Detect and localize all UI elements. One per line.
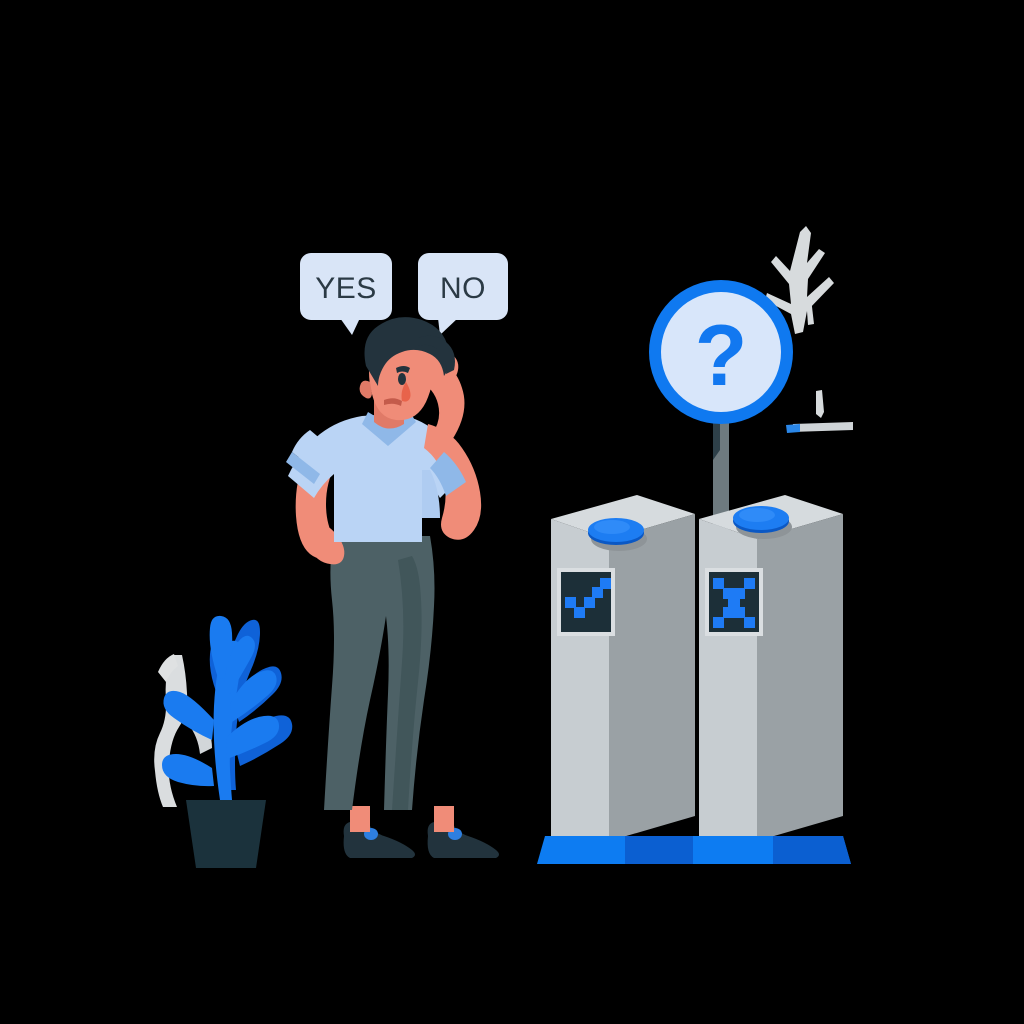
shirt-body bbox=[288, 414, 466, 542]
head bbox=[359, 317, 455, 421]
speech-bubble-yes-label: YES bbox=[315, 272, 377, 305]
gate-left-front bbox=[551, 519, 609, 841]
eyebrow bbox=[396, 366, 410, 373]
pants bbox=[324, 536, 435, 810]
speech-bubble-no-tail bbox=[438, 318, 458, 335]
question-mark-icon: ? bbox=[695, 308, 748, 404]
gate-left-side bbox=[609, 514, 695, 841]
plant bbox=[154, 615, 293, 868]
sleeve-left bbox=[292, 430, 336, 474]
sign-face bbox=[661, 292, 781, 412]
speech-bubble-yes-body bbox=[300, 253, 392, 320]
eye bbox=[398, 373, 406, 385]
gate-left[interactable] bbox=[551, 495, 695, 841]
question-sign[interactable]: ? bbox=[649, 280, 793, 540]
sleeve-left-cuff bbox=[286, 452, 320, 484]
shirt-shadow bbox=[422, 470, 440, 518]
gate-right-front bbox=[699, 519, 757, 841]
gate-left-button-highlight bbox=[594, 520, 630, 534]
nose bbox=[401, 382, 411, 402]
hair bbox=[364, 317, 450, 386]
ground-streak bbox=[786, 422, 853, 433]
speech-bubble-no[interactable]: NO bbox=[418, 253, 508, 335]
ear bbox=[359, 380, 372, 399]
speech-bubble-no-body bbox=[418, 253, 508, 320]
gate-right-side bbox=[757, 514, 843, 841]
pants-shadow bbox=[392, 556, 422, 810]
plant-pot bbox=[186, 800, 266, 868]
gate-right-button-highlight bbox=[739, 508, 775, 522]
base-left-dark bbox=[625, 836, 695, 864]
checkmark-icon bbox=[565, 578, 611, 618]
plant-leaves-light bbox=[162, 615, 280, 800]
speech-bubble-yes-tail bbox=[340, 318, 360, 335]
mouth bbox=[384, 398, 402, 406]
hair-side bbox=[418, 335, 455, 374]
cross-icon bbox=[713, 578, 755, 628]
gate-right[interactable] bbox=[699, 495, 843, 841]
gate-left-top bbox=[551, 495, 695, 539]
thinking-man bbox=[286, 317, 499, 858]
sleeve-right-cuff bbox=[430, 452, 466, 496]
branch-twig-icon bbox=[765, 226, 834, 418]
speech-bubble-yes[interactable]: YES bbox=[300, 253, 392, 335]
base-right-dark bbox=[773, 836, 851, 864]
base-platform bbox=[537, 836, 851, 864]
ankles bbox=[350, 806, 454, 832]
speech-bubble-no-label: NO bbox=[440, 272, 486, 305]
